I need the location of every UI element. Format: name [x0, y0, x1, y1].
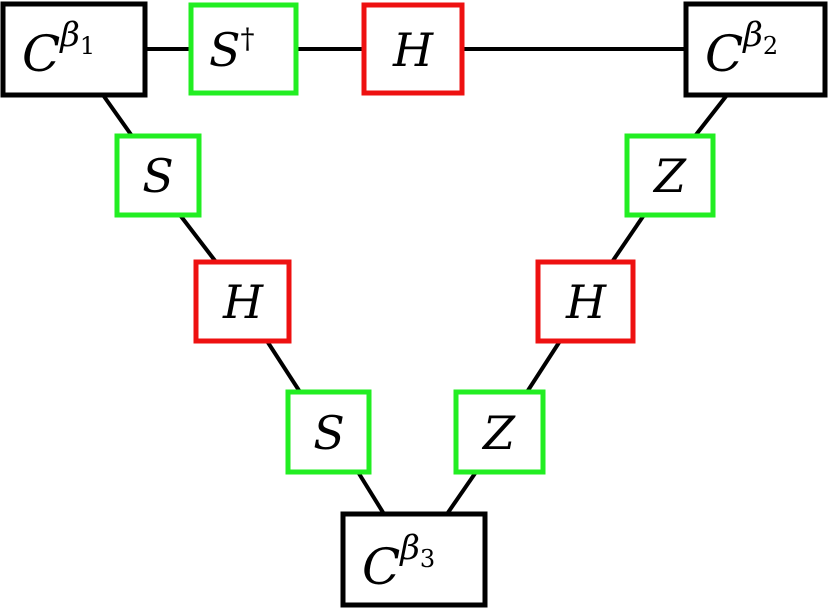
- z-gate-right-lower: Z: [453, 389, 546, 475]
- c-beta2-label: C: [705, 25, 743, 83]
- h-gate-right: H: [535, 259, 636, 344]
- edge-s-h-left: [178, 213, 218, 264]
- c-beta3-node: Cβ3: [340, 511, 488, 608]
- h-gate-left-label: H: [222, 275, 264, 329]
- s-dagger-gate: S†: [188, 2, 299, 96]
- h-gate-top-label: H: [392, 23, 434, 77]
- z-gate-right-lower-label: Z: [481, 406, 516, 460]
- edges: [101, 47, 729, 516]
- c-beta2-node: Cβ2: [683, 1, 828, 98]
- svg-text:Cβ3: Cβ3: [362, 528, 435, 596]
- dagger-sup: †: [241, 22, 255, 55]
- edge-c2-z: [693, 93, 729, 138]
- c-beta3-label: C: [362, 538, 400, 596]
- s-gate-left-upper: S: [114, 133, 202, 218]
- h-gate-top: H: [361, 2, 465, 96]
- z-gate-right-upper-label: Z: [652, 149, 687, 203]
- c-beta2-sub: 2: [763, 32, 778, 60]
- edge-h-z-right: [525, 339, 562, 394]
- s-gate-left-lower-label: S: [313, 406, 345, 460]
- c-beta1-sub: 1: [80, 32, 95, 60]
- z-gate-right-upper: Z: [624, 133, 716, 218]
- s-dagger-label: S: [209, 23, 241, 77]
- c-beta3-sup: β: [398, 528, 420, 568]
- c-beta2-sup: β: [741, 15, 763, 55]
- h-gate-right-label: H: [565, 275, 607, 329]
- c-beta1-label: C: [22, 25, 60, 83]
- edge-h-s-left: [265, 339, 302, 394]
- c-beta3-sub: 3: [420, 545, 435, 573]
- edge-z-h-right: [610, 213, 646, 264]
- c-beta1-node: Cβ1: [0, 1, 148, 98]
- s-gate-left-lower: S: [285, 389, 372, 475]
- c-beta1-sup: β: [58, 15, 80, 55]
- s-gate-left-upper-label: S: [142, 149, 174, 203]
- svg-text:Cβ1: Cβ1: [22, 15, 95, 83]
- edge-c1-s: [101, 93, 134, 138]
- edge-s-c3: [356, 470, 386, 516]
- edge-z-c3: [445, 470, 478, 516]
- svg-text:Cβ2: Cβ2: [705, 15, 778, 83]
- svg-text:S†: S†: [209, 22, 255, 77]
- h-gate-left: H: [193, 259, 292, 344]
